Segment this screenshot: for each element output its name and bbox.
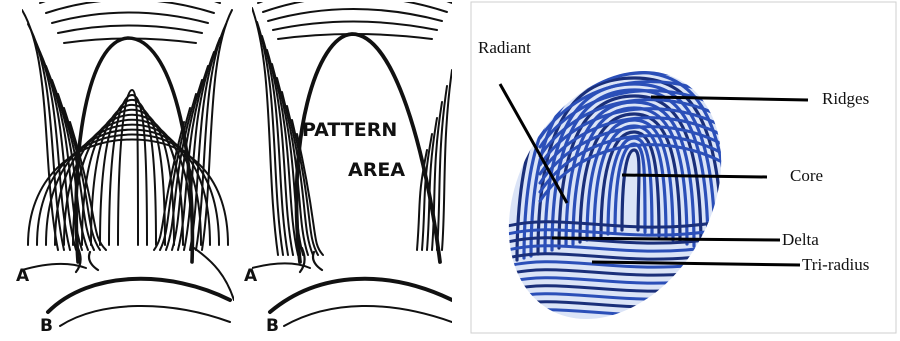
letter-a-middle: A <box>244 266 258 286</box>
bottom-curve <box>284 306 452 326</box>
letter-a-left: A <box>16 266 30 286</box>
bottom-curve <box>48 279 230 312</box>
ridge-line <box>52 13 208 24</box>
label-radiant: Radiant <box>478 38 531 57</box>
letter-b-left: B <box>40 316 53 336</box>
ridge-line <box>118 90 138 245</box>
letter-b-middle: B <box>266 316 279 336</box>
label-delta: Delta <box>782 230 819 249</box>
ridge-line <box>58 26 202 34</box>
pointer-line-core <box>622 175 767 177</box>
pattern-area-label-line2: AREA <box>348 159 405 181</box>
bottom-curve <box>270 279 452 312</box>
ridge-line <box>40 0 220 3</box>
ridge-line <box>297 134 323 255</box>
label-ridges: Ridges <box>822 89 869 108</box>
pointer-line-delta <box>552 238 780 240</box>
ridge-line <box>263 0 447 12</box>
pattern-area-middle: PATTERN AREA A B <box>244 0 452 336</box>
pattern-area-label-line1: PATTERN <box>302 119 397 141</box>
ridge-line <box>273 22 437 31</box>
fingerprint-photo-panel: Radiant Ridges Core Delta Tri-radius <box>466 2 896 336</box>
label-core: Core <box>790 166 823 185</box>
label-tri-radius: Tri-radius <box>802 255 869 274</box>
ridge-line <box>268 9 442 21</box>
ridge-line <box>442 70 452 250</box>
ridge-line <box>258 0 452 3</box>
bottom-curve <box>252 264 310 269</box>
ridge-line <box>46 0 214 13</box>
bottom-curve <box>22 264 86 270</box>
loop-pattern-left: A B <box>16 0 234 336</box>
bottom-curve <box>60 306 230 326</box>
